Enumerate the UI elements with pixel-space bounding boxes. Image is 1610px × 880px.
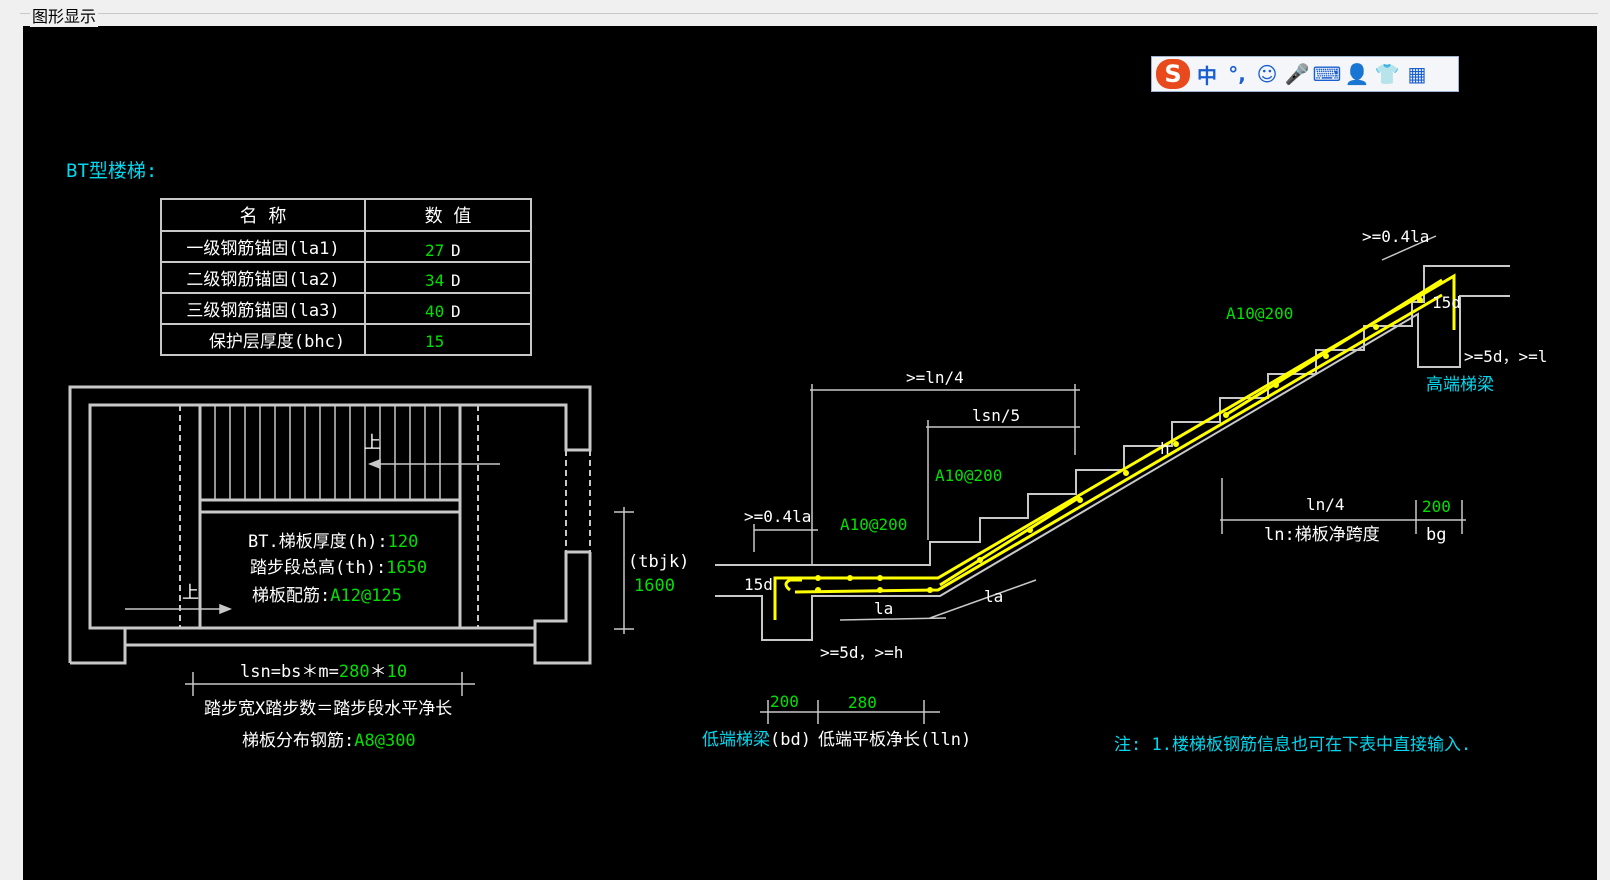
table-row-value[interactable]: 40	[425, 302, 444, 321]
dim-5d-low: >=5d，>=h	[820, 643, 903, 662]
table-header-name: 名 称	[240, 206, 287, 227]
up-label-top: 上	[364, 433, 381, 453]
table-row-unit: D	[451, 241, 461, 260]
lsn-note: 踏步宽X踏步数＝踏步段水平净长	[204, 699, 452, 719]
tbjk-dimension	[614, 507, 634, 634]
stair-section-outline	[715, 265, 1510, 641]
dim-la-2: la	[984, 587, 1003, 606]
up-arrows	[125, 458, 500, 615]
drawing-note: 注: 1.楼梯板钢筋信息也可在下表中直接输入.	[1114, 735, 1471, 755]
skin-icon[interactable]: 👕	[1374, 62, 1400, 86]
tbjk-value[interactable]: 1600	[634, 576, 675, 596]
low-end-beam-label: 低端梯梁(bd)	[702, 730, 811, 750]
group-box-title: 图形显示	[30, 3, 99, 27]
table-row-name: 三级钢筋锚固(la3)	[186, 301, 339, 321]
rebar-label-low: A10@200	[840, 515, 907, 534]
ime-toolbar[interactable]: S 中 °, ☺ 🎤 ⌨ 👤 👕 ▦	[1151, 56, 1459, 92]
slab-rebar-label: 梯板配筋:A12@125	[252, 586, 402, 606]
dim-280-low[interactable]: 280	[848, 693, 877, 712]
table-row-unit: D	[451, 271, 461, 290]
table-row-unit: D	[451, 302, 461, 321]
dim-la-1: la	[874, 599, 893, 618]
dim-04la-left: >=0.4la	[744, 507, 811, 526]
stair-treads	[214, 405, 441, 500]
table-row-name: 保护层厚度(bhc)	[209, 332, 345, 352]
table-row-name: 二级钢筋锚固(la2)	[186, 270, 339, 290]
anchorage-table	[160, 198, 532, 356]
dim-ln4-right: ln/4	[1306, 495, 1345, 514]
tbjk-label: (tbjk)	[628, 552, 689, 572]
table-row-value[interactable]: 34	[425, 271, 444, 290]
rebar-dots	[815, 297, 1423, 593]
dim-04la-top: >=0.4la	[1362, 227, 1429, 246]
stair-type-title: BT型楼梯:	[66, 160, 157, 182]
section-rebar	[773, 273, 1456, 620]
group-box-border	[20, 13, 1598, 14]
punctuation-icon[interactable]: °,	[1228, 62, 1246, 86]
high-end-beam-label: 高端梯梁	[1426, 375, 1494, 395]
dim-200-right[interactable]: 200	[1422, 497, 1451, 516]
chinese-mode-icon[interactable]: 中	[1197, 63, 1217, 88]
keyboard-icon[interactable]: ⌨	[1312, 62, 1342, 86]
rebar-label-top: A10@200	[1226, 304, 1293, 323]
sogou-logo-icon[interactable]: S	[1156, 59, 1190, 89]
low-slab-length-label: 低端平板净长(lln)	[818, 730, 971, 750]
microphone-icon[interactable]: 🎤	[1284, 62, 1310, 86]
dim-h: h	[1160, 439, 1170, 458]
table-row-name: 一级钢筋锚固(la1)	[186, 239, 339, 259]
stair-plan-view	[68, 385, 592, 665]
emoji-icon[interactable]: ☺	[1256, 62, 1278, 86]
drawing-canvas[interactable]: BT型楼梯: 名 称 数 值 一级钢筋锚固(la1) 27 D 二级钢筋锚固(l…	[23, 26, 1597, 880]
dim-5d-top: >=5d，>=l	[1464, 347, 1547, 366]
dim-ln4: >=ln/4	[906, 368, 964, 387]
stair-plan-dashes	[179, 405, 591, 628]
step-height-label: 踏步段总高(th):1650	[250, 558, 427, 578]
table-row-value[interactable]: 15	[425, 332, 444, 351]
dim-15d-top: 15d	[1432, 293, 1461, 312]
dim-lsn5: lsn/5	[972, 406, 1020, 425]
bg-label: bg	[1426, 525, 1446, 545]
section-dimensions	[753, 235, 1466, 724]
table-header-value: 数 值	[425, 206, 472, 227]
user-icon[interactable]: 👤	[1344, 62, 1370, 86]
lsn-formula: lsn=bs＊m=280＊10	[240, 662, 407, 682]
dim-15d-low: 15d	[744, 575, 773, 594]
distribution-rebar: 梯板分布钢筋:A8@300	[242, 731, 416, 751]
lsn-dimension	[185, 672, 475, 696]
grid-menu-icon[interactable]: ▦	[1407, 62, 1427, 86]
ln-span-label: ln:梯板净跨度	[1264, 525, 1380, 545]
dim-200-low[interactable]: 200	[770, 692, 799, 711]
slab-thickness-label: BT.梯板厚度(h):120	[248, 532, 418, 552]
table-row-value[interactable]: 27	[425, 241, 444, 260]
rebar-label-mid: A10@200	[935, 466, 1002, 485]
up-label-left: 上	[182, 583, 199, 603]
